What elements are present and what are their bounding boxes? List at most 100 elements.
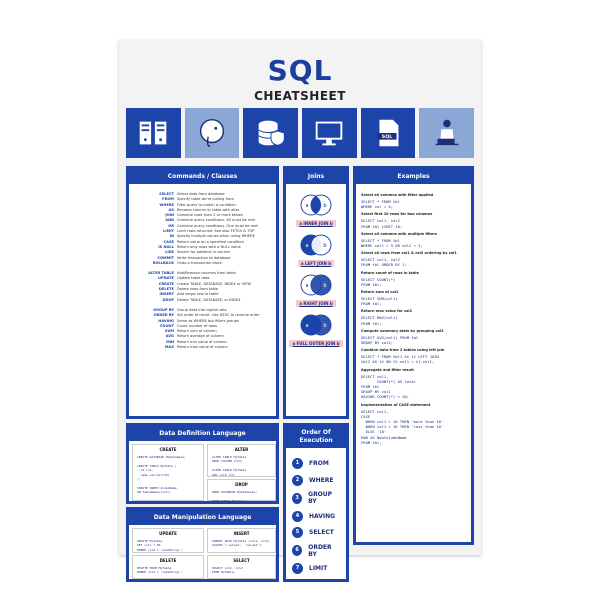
order-step-number: 4 <box>292 510 303 522</box>
join-label: a LEFT JOIN b <box>297 260 335 267</box>
example-code: SELECT COUNT(*) FROM tbl; <box>361 276 396 287</box>
ddl-alter-box: ALTER ALTER TABLE MyTable DROP COLUMN co… <box>207 444 276 477</box>
example-code: SELECT col1, col2 FROM tbl LIMIT 10; <box>361 218 403 229</box>
dml-panel: Data Manipulation Language UPDATE UPDATE… <box>126 507 279 582</box>
command-description: Return min value of column <box>177 339 227 344</box>
command-description: Same as WHERE but filters groups <box>177 318 239 323</box>
dml-delete-heading: DELETE <box>159 558 177 563</box>
example-code: SELECT * FROM tbl WHERE col = 5; <box>361 199 400 210</box>
dml-select-box: SELECT SELECT col1, col2 FROM MyTable; <box>207 555 276 579</box>
command-keyword: COUNT <box>159 323 174 328</box>
example-title: Implementation of CASE statement <box>361 402 431 407</box>
order-step-clause: LIMIT <box>309 565 328 572</box>
command-keyword: ROLLBACK <box>152 260 174 265</box>
monitor-icon <box>302 108 357 158</box>
command-keyword: FROM <box>162 197 174 202</box>
command-description: Delete rows from table <box>177 287 219 292</box>
order-step-clause: HAVING <box>309 512 336 520</box>
venn-circle-b <box>310 314 332 336</box>
example-code: SELECT SUM(col1) FROM tbl; <box>361 296 398 307</box>
ddl-alter-code: ALTER TABLE MyTable DROP COLUMN col5; AL… <box>212 455 247 477</box>
command-description: Specify multiple values when using WHERE <box>177 234 255 239</box>
examples-panel: Examples Select all columns with filter … <box>353 166 474 545</box>
example-title: Select first 10 rows for two columns <box>361 212 433 217</box>
command-description: Add/Remove columns from table <box>177 271 236 276</box>
venn-label-a: a <box>305 283 308 289</box>
example-code: SELECT AVG(col1) FROM tbl GROUP BY col2; <box>361 334 419 346</box>
command-description: Select data from database <box>177 192 225 196</box>
order-step-number: 5 <box>292 527 303 538</box>
command-description: Combine rows from 2 or more tables <box>177 213 243 218</box>
command-description: Set order of result. Use DESC to reverse… <box>177 313 260 318</box>
command-description: Undo a transaction block <box>177 260 222 265</box>
command-keyword: MAX <box>164 345 174 350</box>
ddl-create-heading: CREATE <box>159 447 177 452</box>
command-keyword: AVG <box>165 334 174 339</box>
dml-insert-code: INSERT INTO MyTable (col1, col2) VALUES … <box>212 539 270 548</box>
dml-select-heading: SELECT <box>233 558 250 563</box>
command-keyword: GROUP BY <box>153 307 174 312</box>
command-keyword: LIKE <box>165 250 174 255</box>
dml-update-heading: UPDATE <box>159 531 177 536</box>
example-code: SELECT col1, col2 FROM tbl ORDER BY 1; <box>361 257 407 268</box>
command-description: Return value on a specified condition <box>177 239 244 244</box>
example-title: Select all columns with filter applied <box>361 193 434 197</box>
order-title: Order Of Execution <box>286 426 346 448</box>
command-keyword: JOIN <box>165 213 174 218</box>
order-step: 4 HAVING <box>292 510 340 522</box>
command-description: Add single row to table <box>177 292 219 297</box>
example-code: SELECT * FROM tbl WHERE col1 > 5 OR col2… <box>361 237 423 249</box>
command-keyword: ALTER TABLE <box>148 271 174 276</box>
command-description: Filter query to match a condition <box>177 202 236 207</box>
ddl-create-box: CREATE CREATE DATABASE MyDatabase; CREAT… <box>132 444 204 501</box>
cheatsheet-poster: SQL CHEATSHEET SQL Commands / Clauses SE… <box>119 40 481 582</box>
venn-label-b: b <box>323 323 326 329</box>
command-description: Return only rows with a NULL value <box>177 244 241 249</box>
dml-insert-box: INSERT INSERT INTO MyTable (col1, col2) … <box>207 528 276 553</box>
dml-insert-heading: INSERT <box>233 531 250 536</box>
command-keyword: IS NULL <box>158 244 174 249</box>
order-step-clause: SELECT <box>309 529 334 536</box>
example-title: Return count of rows in table <box>361 270 419 275</box>
dml-title: Data Manipulation Language <box>129 510 276 525</box>
command-keyword: INSERT <box>159 292 174 297</box>
example-code: SELECT col1, CASE WHEN col1 > 10 THEN 'm… <box>361 408 444 445</box>
dml-delete-code: DELETE FROM MyTable WHERE col1 = 'someth… <box>137 566 183 575</box>
command-description: Create TABLE, DATABASE, INDEX or VIEW <box>177 281 252 286</box>
command-description: Group data into logical sets <box>177 307 227 312</box>
command-keyword: AS <box>168 207 174 212</box>
order-step-number: 1 <box>292 458 303 469</box>
command-keyword: COMMIT <box>157 255 174 260</box>
dml-update-code: UPDATE MyTable SET col1 = 56 WHERE col2 … <box>137 539 183 552</box>
command-description: Update table data <box>177 276 210 281</box>
venn-label-a: a <box>305 203 308 209</box>
example-title: Aggregate and filter result <box>361 367 414 372</box>
